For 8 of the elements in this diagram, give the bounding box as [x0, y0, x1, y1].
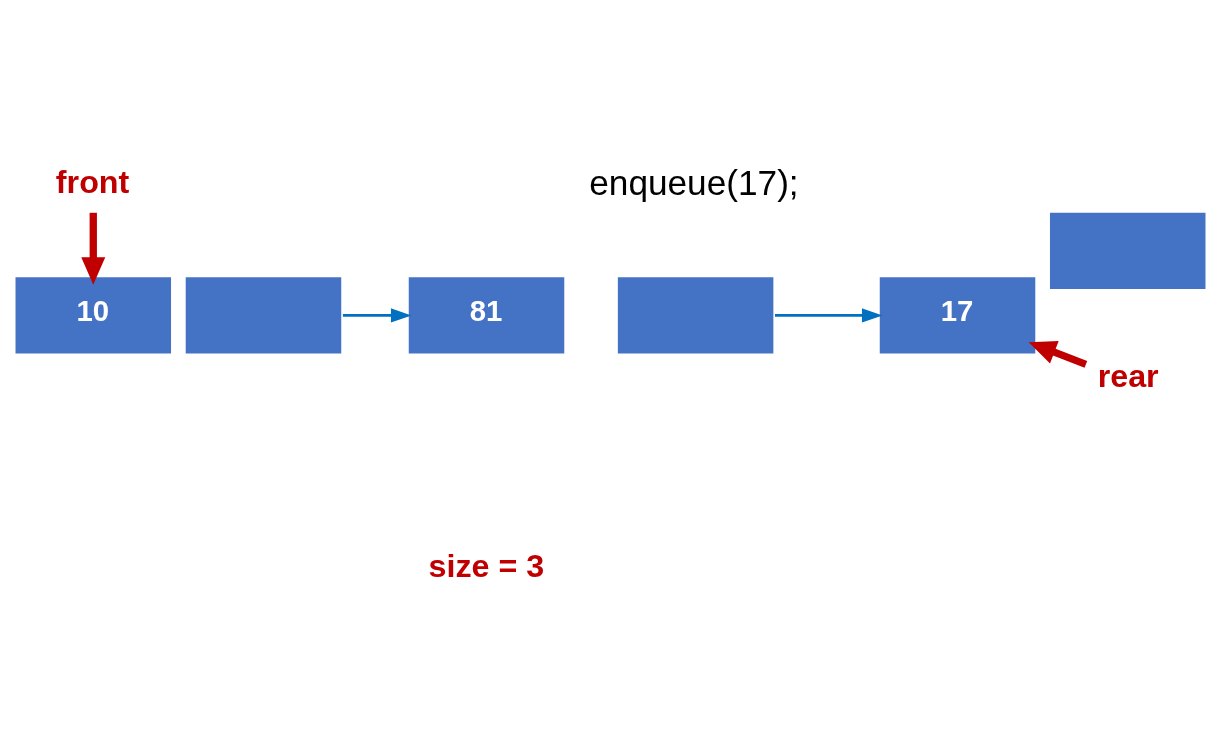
node-text: front: [55, 163, 130, 200]
arrow: [1028, 340, 1088, 368]
arrow: [342, 307, 412, 323]
node-box: [1047, 209, 1209, 292]
label: size = 3: [428, 547, 545, 584]
arrow: [774, 307, 883, 323]
label: enqueue(17);: [589, 162, 799, 202]
node-text: rear: [1097, 357, 1159, 394]
